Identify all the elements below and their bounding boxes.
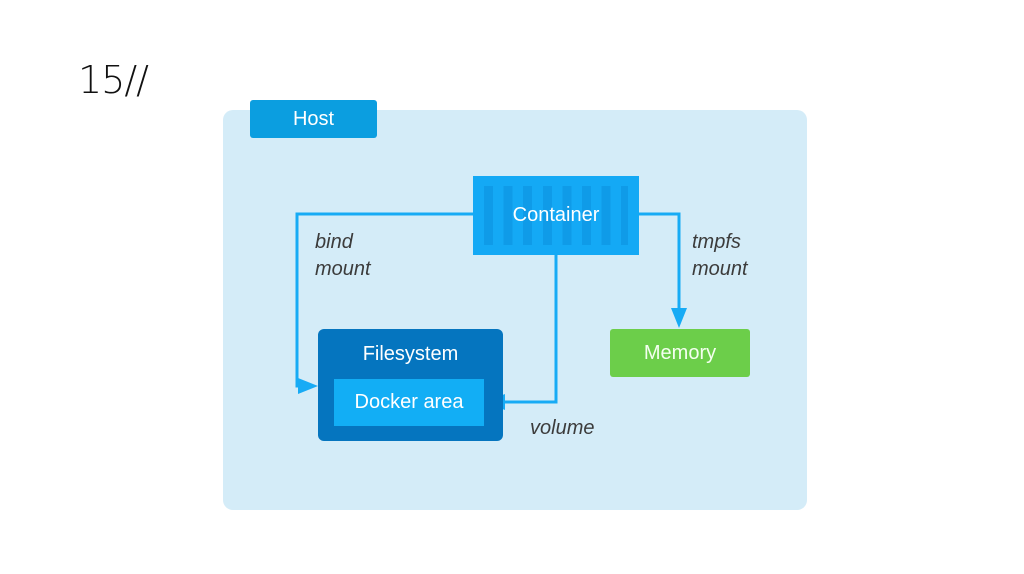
filesystem-label: Filesystem — [362, 343, 459, 365]
docker-area-node: Docker area — [334, 379, 484, 426]
host-label: Host — [250, 100, 377, 138]
slide-title: 15// — [78, 58, 149, 102]
volume-arrow-line — [500, 255, 558, 404]
memory-node: Memory — [610, 329, 750, 377]
container-node: Container — [473, 176, 639, 255]
bind-mount-label-line2: mount — [315, 258, 371, 280]
bind-mount-arrowhead-icon — [298, 378, 318, 394]
tmpfs-mount-arrowhead-icon — [671, 308, 687, 328]
tmpfs-mount-label: tmpfs mount — [692, 229, 748, 283]
container-label: Container — [512, 204, 600, 226]
bind-mount-label: bind mount — [315, 229, 371, 283]
bind-mount-label-line1: bind — [315, 231, 353, 253]
tmpfs-mount-label-line1: tmpfs — [692, 231, 741, 253]
volume-label: volume — [530, 417, 595, 439]
tmpfs-mount-arrow-line — [639, 212, 681, 314]
container-stripes-icon — [484, 186, 628, 245]
tmpfs-mount-label-line2: mount — [692, 258, 748, 280]
